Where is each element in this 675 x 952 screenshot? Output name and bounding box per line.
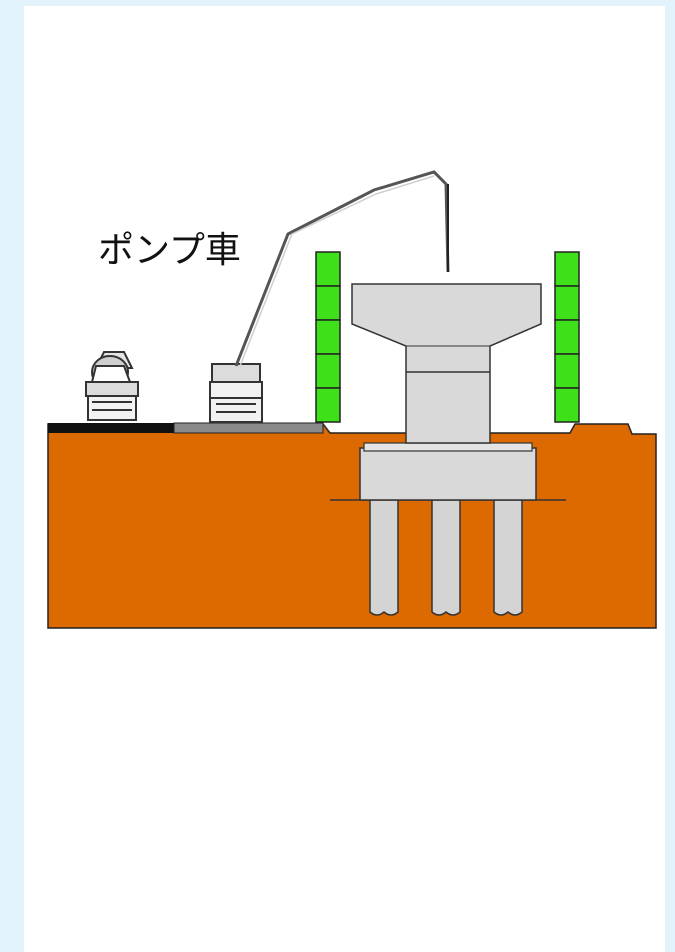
pier-footing [359, 447, 537, 501]
footing-top-ledge [363, 442, 533, 452]
sheet-pile-right [554, 251, 580, 423]
excavation-edge-left [322, 423, 331, 434]
road-surface-gray [173, 422, 324, 434]
pump-truck-label: ポンプ車 [98, 230, 241, 271]
pile-left [369, 499, 399, 616]
soil-ground [47, 423, 657, 629]
mixer-truck [85, 351, 139, 421]
pump-boom [234, 170, 450, 367]
road-surface-dark [48, 423, 174, 433]
pile-right [493, 499, 523, 616]
pump-truck [209, 363, 263, 423]
pier-body [351, 283, 542, 444]
sheet-pile-left [315, 251, 341, 423]
pile-center [431, 499, 461, 616]
foundation-piles [369, 499, 523, 616]
